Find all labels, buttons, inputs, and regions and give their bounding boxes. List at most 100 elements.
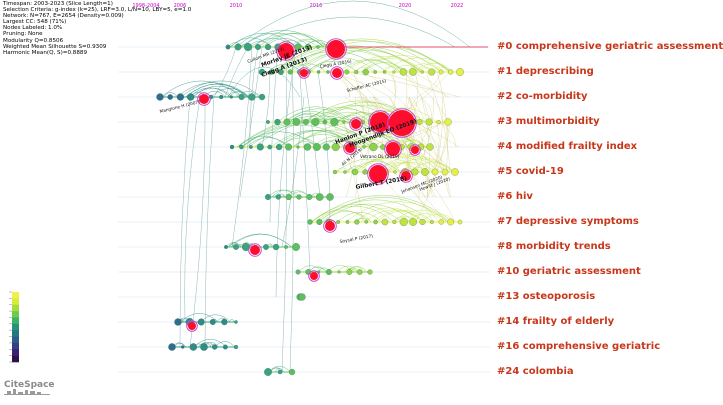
citation-arc — [284, 110, 336, 123]
burst-node-ring — [367, 163, 389, 185]
reference-node — [211, 344, 218, 350]
cluster-label[interactable]: #24 colombia — [497, 366, 574, 377]
meta-line: Selection Criteria: g-index (k=25), LRF=… — [3, 7, 192, 14]
citation-arc — [345, 55, 426, 73]
burst-node — [278, 43, 294, 59]
meta-line: Timespan: 2003-2023 (Slice Length=1) — [3, 1, 113, 7]
citation-arc — [392, 210, 450, 223]
burst-node — [199, 94, 209, 104]
meta-line: Largest CC: 548 (71%) — [3, 19, 67, 26]
burst-node — [411, 146, 419, 154]
reference-node — [428, 68, 436, 76]
citation-arc — [361, 55, 445, 73]
citation-arc — [236, 115, 403, 148]
cluster-label[interactable]: #10 geriatric assessment — [497, 266, 641, 277]
citation-arc — [335, 167, 349, 173]
reference-node — [416, 119, 423, 125]
citation-arc — [317, 199, 434, 223]
citation-arc — [180, 80, 262, 98]
burst-node — [386, 142, 400, 156]
citation-link — [431, 121, 450, 173]
citation-link — [189, 96, 206, 348]
reference-node — [441, 168, 449, 176]
reference-node — [288, 368, 296, 376]
citation-arc — [180, 313, 219, 323]
reference-node — [189, 343, 198, 351]
citation-link — [352, 71, 366, 148]
reference-node — [277, 69, 284, 75]
cluster-label[interactable]: #8 morbidity trends — [497, 241, 611, 252]
reference-node — [295, 269, 301, 275]
reference-node — [168, 343, 176, 351]
reference-node — [325, 269, 332, 275]
citation-link — [299, 71, 311, 273]
reference-node — [258, 68, 266, 76]
reference-node — [420, 70, 424, 74]
reference-node — [272, 243, 280, 251]
citation-link — [412, 71, 447, 98]
reference-node — [421, 168, 429, 176]
cluster-label[interactable]: #3 multimorbidity — [497, 116, 600, 127]
cluster-label[interactable]: #1 deprescribing — [497, 66, 594, 77]
reference-node — [337, 270, 341, 274]
citation-arc — [336, 158, 401, 173]
burst-node-ring — [384, 140, 402, 158]
citation-link — [239, 46, 263, 198]
reference-node — [345, 220, 350, 224]
reference-node — [209, 319, 216, 325]
citation-arc — [344, 267, 356, 273]
citation-arc — [176, 82, 249, 98]
citation-arc — [306, 60, 358, 73]
reference-node — [322, 143, 330, 151]
reference-node — [304, 43, 312, 51]
legend-color-swatch — [12, 304, 19, 312]
reference-node — [238, 93, 245, 101]
reference-node — [392, 219, 397, 225]
cluster-label[interactable]: #0 comprehensive geriatric assessment — [497, 41, 723, 52]
citation-arc — [323, 203, 416, 223]
cluster-lane — [296, 293, 306, 301]
reference-node — [316, 218, 323, 226]
reference-node — [369, 142, 378, 152]
reference-node — [277, 369, 283, 375]
reference-node — [426, 143, 434, 151]
reference-node — [409, 68, 417, 76]
cluster-label[interactable]: #13 osteoporosis — [497, 291, 596, 302]
node-author-label: Scheffer AC (2015) — [346, 78, 387, 94]
citation-link — [184, 96, 201, 323]
reference-node — [303, 143, 312, 151]
cluster-label[interactable]: #6 hiv — [497, 191, 533, 202]
burst-node-ring — [387, 108, 417, 138]
citation-link — [407, 96, 414, 173]
reference-node — [431, 168, 439, 176]
reference-node — [316, 70, 321, 74]
citation-arc — [237, 135, 289, 148]
citation-arc — [312, 194, 315, 198]
cluster-label[interactable]: #16 comprehensive geriatric — [497, 341, 661, 352]
reference-node — [448, 69, 454, 75]
reference-node — [275, 143, 283, 151]
citation-link — [269, 46, 279, 223]
cluster-lane — [224, 233, 300, 252]
legend-color-swatch — [12, 323, 19, 331]
reference-node — [219, 94, 224, 100]
citation-arc — [292, 134, 354, 148]
reference-node — [356, 269, 363, 275]
cluster-label[interactable]: #4 modified frailty index — [497, 141, 638, 152]
legend-color-swatch — [12, 349, 19, 356]
burst-node-ring — [349, 117, 363, 131]
citation-arc — [193, 338, 227, 348]
citation-link — [439, 121, 456, 148]
legend-color-swatch — [12, 317, 19, 325]
meta-line: Pruning: None — [3, 31, 43, 38]
cluster-label[interactable]: #14 frailty of elderly — [497, 316, 615, 327]
citation-arc — [249, 16, 456, 48]
reference-node — [186, 93, 195, 101]
cluster-label[interactable]: #7 depressive symptoms — [497, 216, 639, 227]
reference-node — [354, 69, 359, 75]
node-author-label: Soysal P (2017) — [339, 233, 373, 245]
reference-node — [167, 94, 173, 100]
cluster-label[interactable]: #2 co-morbidity — [497, 91, 588, 102]
cluster-label[interactable]: #5 covid-19 — [497, 166, 564, 177]
